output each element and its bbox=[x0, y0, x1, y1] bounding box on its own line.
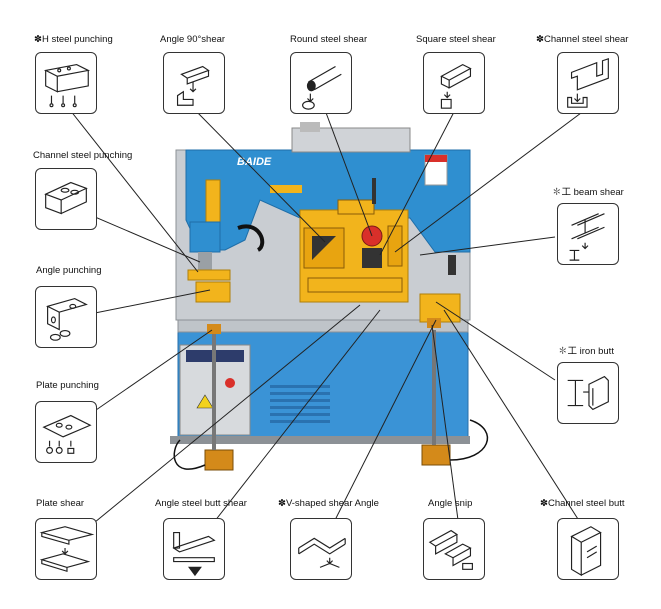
round-steel-shear-icon bbox=[290, 52, 352, 114]
channel-steel-shear-icon bbox=[557, 52, 619, 114]
label-angle-steel-butt-shear: Angle steel butt shear bbox=[155, 498, 247, 509]
label-square-steel-shear: Square steel shear bbox=[416, 34, 496, 45]
label-channel-steel-punching: Channel steel punching bbox=[33, 150, 133, 161]
label-round-steel-shear: Round steel shear bbox=[290, 34, 368, 45]
angle-steel-butt-shear-icon bbox=[163, 518, 225, 580]
label-angle-punching: Angle punching bbox=[36, 265, 102, 276]
plate-shear-icon bbox=[35, 518, 97, 580]
angle-punching-icon bbox=[35, 286, 97, 348]
brand-text: BAIDE bbox=[237, 156, 272, 168]
label-plate-shear: Plate shear bbox=[36, 498, 85, 509]
label-i-beam-shear: ✽工 beam shear bbox=[552, 187, 624, 198]
label-angle-90-shear: Angle 90°shear bbox=[160, 34, 226, 45]
shear-tooling bbox=[299, 178, 409, 303]
label-channel-steel-butt: ✽Channel steel butt bbox=[540, 498, 625, 509]
i-beam-shear-icon bbox=[557, 203, 619, 265]
ironworker-machine: BAIDE bbox=[170, 122, 489, 471]
label-h-steel-punching: ✽H steel punching bbox=[34, 34, 113, 45]
label-i-iron-butt: ✽工 iron butt bbox=[558, 346, 614, 357]
square-steel-shear-icon bbox=[423, 52, 485, 114]
angle-90-shear-icon bbox=[163, 52, 225, 114]
channel-steel-butt-icon bbox=[557, 518, 619, 580]
h-steel-punching-icon bbox=[35, 52, 97, 114]
channel-steel-punching-icon bbox=[35, 168, 97, 230]
label-channel-steel-shear: ✽Channel steel shear bbox=[536, 34, 629, 45]
label-angle-snip: Angle snip bbox=[428, 498, 473, 509]
angle-snip-icon bbox=[423, 518, 485, 580]
label-v-shaped-shear-angle: ✽V-shaped shear Angle bbox=[278, 498, 379, 509]
i-iron-butt-icon bbox=[557, 362, 619, 424]
v-shaped-shear-angle-icon bbox=[290, 518, 352, 580]
label-plate-punching: Plate punching bbox=[36, 380, 99, 391]
plate-punching-icon bbox=[35, 401, 97, 463]
